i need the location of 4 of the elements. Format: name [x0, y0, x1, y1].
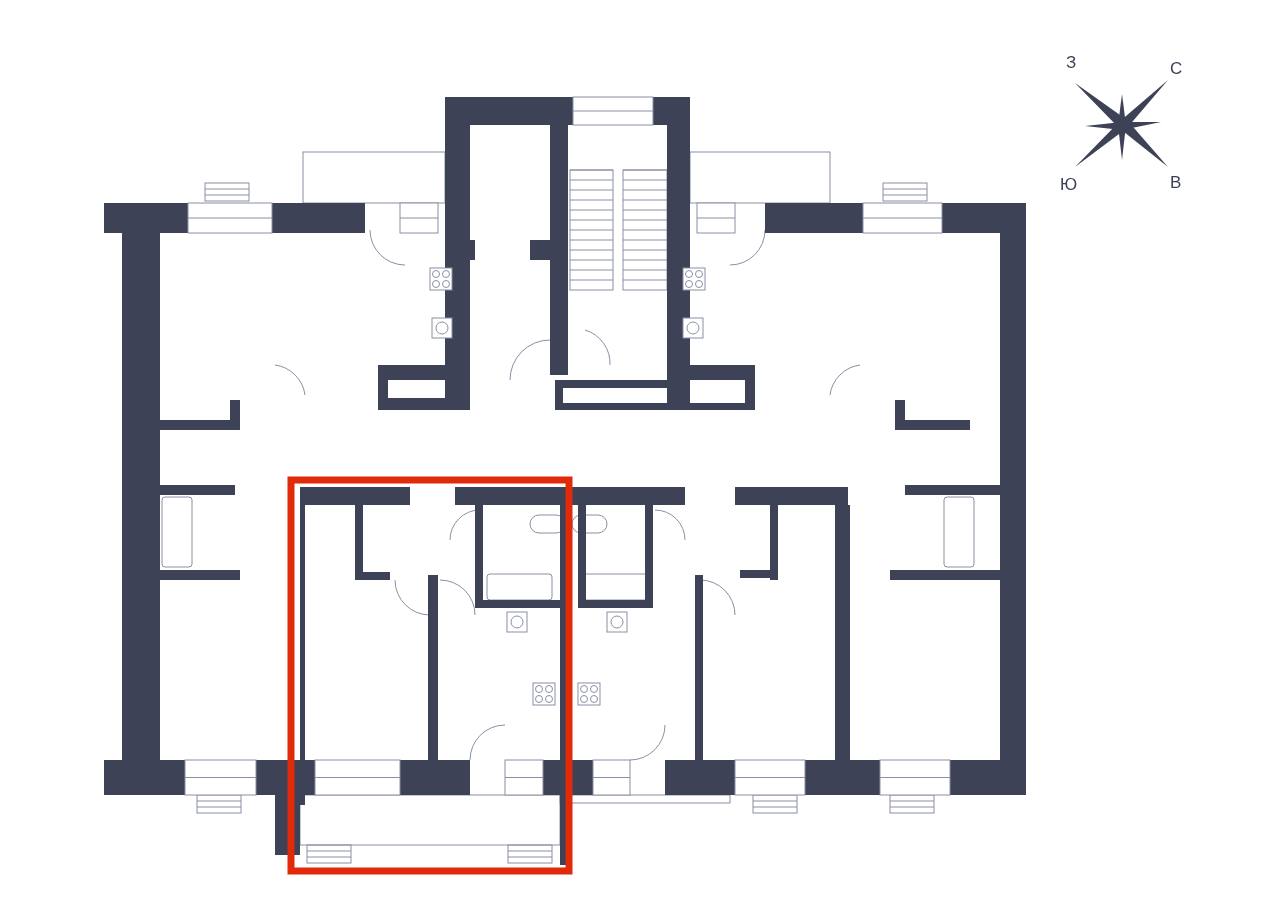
- compass-direction-label: В: [1170, 174, 1182, 191]
- compass-direction-label: Ю: [1060, 176, 1078, 193]
- compass-direction-label: З: [1066, 54, 1077, 71]
- compass-direction-label: С: [1170, 60, 1183, 77]
